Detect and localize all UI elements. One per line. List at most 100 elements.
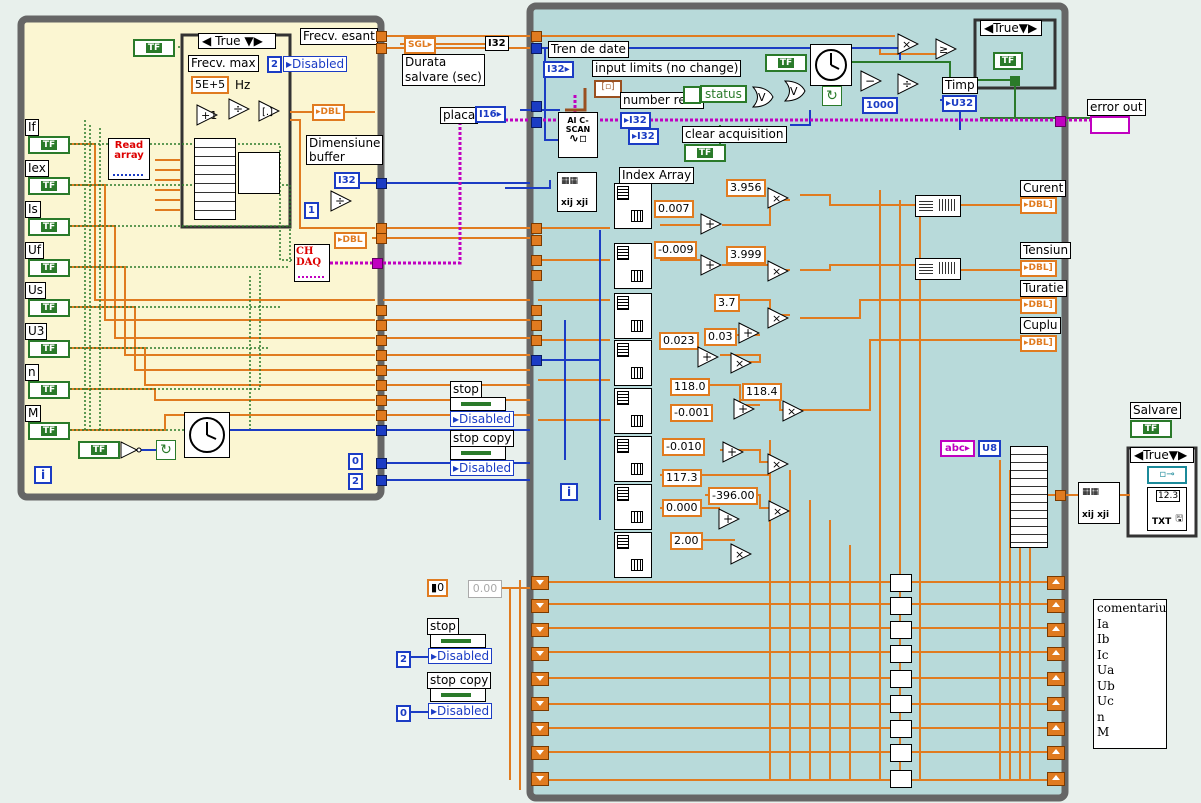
const-n39600[interactable]: -396.00 <box>708 487 758 505</box>
add-icon[interactable]: + <box>700 213 722 235</box>
build-array-icon[interactable] <box>194 138 236 220</box>
index-array-3[interactable] <box>614 293 652 339</box>
save-case-selector[interactable]: ◀True▼▶ <box>1130 447 1194 463</box>
control-is[interactable]: TF <box>28 218 70 236</box>
multiply-icon[interactable]: × <box>767 260 789 282</box>
two-const-bottom[interactable]: 2 <box>396 651 411 668</box>
shift-init-const[interactable]: ▮0 <box>427 579 448 597</box>
build-array-row[interactable] <box>890 744 912 762</box>
decrement-arrow-icon[interactable]: ◀ <box>1134 448 1143 462</box>
read-array-vi[interactable]: Read array <box>108 138 150 180</box>
control-n[interactable]: TF <box>28 381 70 399</box>
const-1000[interactable]: 1000 <box>862 97 898 114</box>
index-array-4[interactable] <box>614 340 652 386</box>
stop-copy-disabled-middle[interactable]: ▸Disabled <box>450 460 514 476</box>
wait-timer-icon[interactable] <box>184 412 230 458</box>
top-case-selector[interactable]: ◀True▼▶ <box>980 20 1042 36</box>
const-n0009[interactable]: -0.009 <box>654 241 697 259</box>
i16-control[interactable]: I16▸ <box>475 106 506 123</box>
const-3956[interactable]: 3.956 <box>726 179 766 197</box>
i32-convert[interactable]: I32 <box>485 36 509 51</box>
build-array-row[interactable] <box>890 720 912 738</box>
stop-button-graphic-bottom[interactable] <box>430 634 486 648</box>
build-array-row[interactable] <box>890 597 912 615</box>
multiply-icon[interactable]: × <box>782 400 804 422</box>
i32-control-main[interactable]: I32▸ <box>543 61 574 78</box>
array-subset-icon[interactable] <box>238 152 280 194</box>
index-array-6[interactable] <box>614 436 652 482</box>
const-0023[interactable]: 0.023 <box>659 332 699 350</box>
control-u3[interactable]: TF <box>28 340 70 358</box>
build-array-curent[interactable] <box>915 195 961 217</box>
const-0000[interactable]: 0.000 <box>662 499 702 517</box>
bool-constant-top[interactable]: TF <box>133 39 175 57</box>
subtract-icon[interactable]: − <box>860 70 882 92</box>
hz-constant[interactable]: 5E+5 <box>191 76 229 94</box>
chevron-down-icon[interactable]: ▼▶ <box>244 34 262 48</box>
ai-cscan-vi[interactable]: AI C-SCAN ∿▫ <box>558 112 598 158</box>
salvare-bool[interactable]: TF <box>1130 420 1172 438</box>
transpose-array-icon-right[interactable]: ▦▦xij xji <box>1078 482 1120 524</box>
control-if[interactable]: TF <box>28 136 70 154</box>
multiply-icon[interactable]: × <box>767 453 789 475</box>
transpose-array-icon[interactable]: ▦▦xij xji <box>557 172 597 212</box>
stop-button-graphic[interactable] <box>450 397 506 411</box>
build-array-row[interactable] <box>890 695 912 713</box>
index-array-2[interactable] <box>614 243 652 289</box>
const-n0001[interactable]: -0.001 <box>670 404 713 422</box>
const-n0010[interactable]: -0.010 <box>662 438 705 456</box>
chevron-down-icon[interactable]: ▼▶ <box>1169 448 1187 462</box>
stop-disabled-middle[interactable]: ▸Disabled <box>450 411 514 427</box>
divide-icon[interactable]: ÷ <box>228 98 250 120</box>
index-array-5[interactable] <box>614 388 652 434</box>
build-array-row[interactable] <box>890 770 912 788</box>
control-uf[interactable]: TF <box>28 259 70 277</box>
round-icon[interactable]: [.] <box>258 100 280 122</box>
index-array-1[interactable] <box>614 183 652 229</box>
chevron-down-icon[interactable]: ▼▶ <box>1019 21 1037 35</box>
const-1173[interactable]: 117.3 <box>662 469 702 487</box>
disabled-const[interactable]: 2 <box>267 56 282 73</box>
multiply-icon[interactable]: × <box>897 33 919 55</box>
multiply-icon[interactable]: × <box>768 500 790 522</box>
build-array-tensiune[interactable] <box>915 258 961 280</box>
index-array-7[interactable] <box>614 484 652 530</box>
zero-const-middle[interactable]: 0 <box>348 453 363 470</box>
const-37[interactable]: 3.7 <box>714 294 740 312</box>
two-const-middle[interactable]: 2 <box>348 473 363 490</box>
string-constant[interactable]: abc▸ <box>940 440 975 457</box>
add-icon[interactable]: + <box>697 346 719 368</box>
greater-equal-icon[interactable]: ≥ <box>935 38 957 60</box>
decrement-arrow-icon[interactable]: ◀ <box>202 34 211 48</box>
one-constant[interactable]: 1 <box>304 202 319 219</box>
add-icon[interactable]: + <box>733 398 755 420</box>
frecv-esant-disabled[interactable]: ▸Disabled <box>283 56 347 72</box>
stop-copy-button-graphic[interactable] <box>450 446 506 460</box>
index-array-8[interactable] <box>614 532 652 578</box>
control-iex[interactable]: TF <box>28 177 70 195</box>
or-icon-2[interactable]: V <box>784 80 806 102</box>
control-us[interactable]: TF <box>28 299 70 317</box>
loop-condition-icon[interactable]: ↻ <box>156 440 176 460</box>
stop-copy-button-graphic-bottom[interactable] <box>430 688 486 702</box>
add-icon[interactable]: + <box>722 441 744 463</box>
multiply-icon[interactable]: × <box>730 543 752 565</box>
const-0007[interactable]: 0.007 <box>654 200 694 218</box>
build-array-save[interactable] <box>1010 446 1048 548</box>
const-003[interactable]: 0.03 <box>704 328 737 346</box>
decrement-arrow-icon[interactable]: ◀ <box>984 21 993 35</box>
left-case-selector[interactable]: ◀ True ▼▶ <box>198 33 276 49</box>
add-icon[interactable]: + <box>738 322 760 344</box>
add-icon[interactable]: + <box>700 254 722 276</box>
write-spreadsheet-vi[interactable]: 12.3 TXT 🖫 <box>1147 487 1187 531</box>
build-array-row[interactable] <box>890 670 912 688</box>
const-200[interactable]: 2.00 <box>670 532 703 550</box>
case-bool-constant[interactable]: TF <box>993 52 1023 70</box>
zero-const-bottom[interactable]: 0 <box>396 705 411 722</box>
ch-daq-vi[interactable]: CH DAQ <box>294 244 330 282</box>
bool-constant-main[interactable]: TF <box>765 54 807 72</box>
const-3999[interactable]: 3.999 <box>726 246 766 264</box>
multiply-icon[interactable]: × <box>767 307 789 329</box>
multiply-icon[interactable]: × <box>767 187 789 209</box>
path-constant-icon[interactable]: ▫⊸ <box>1147 466 1187 484</box>
